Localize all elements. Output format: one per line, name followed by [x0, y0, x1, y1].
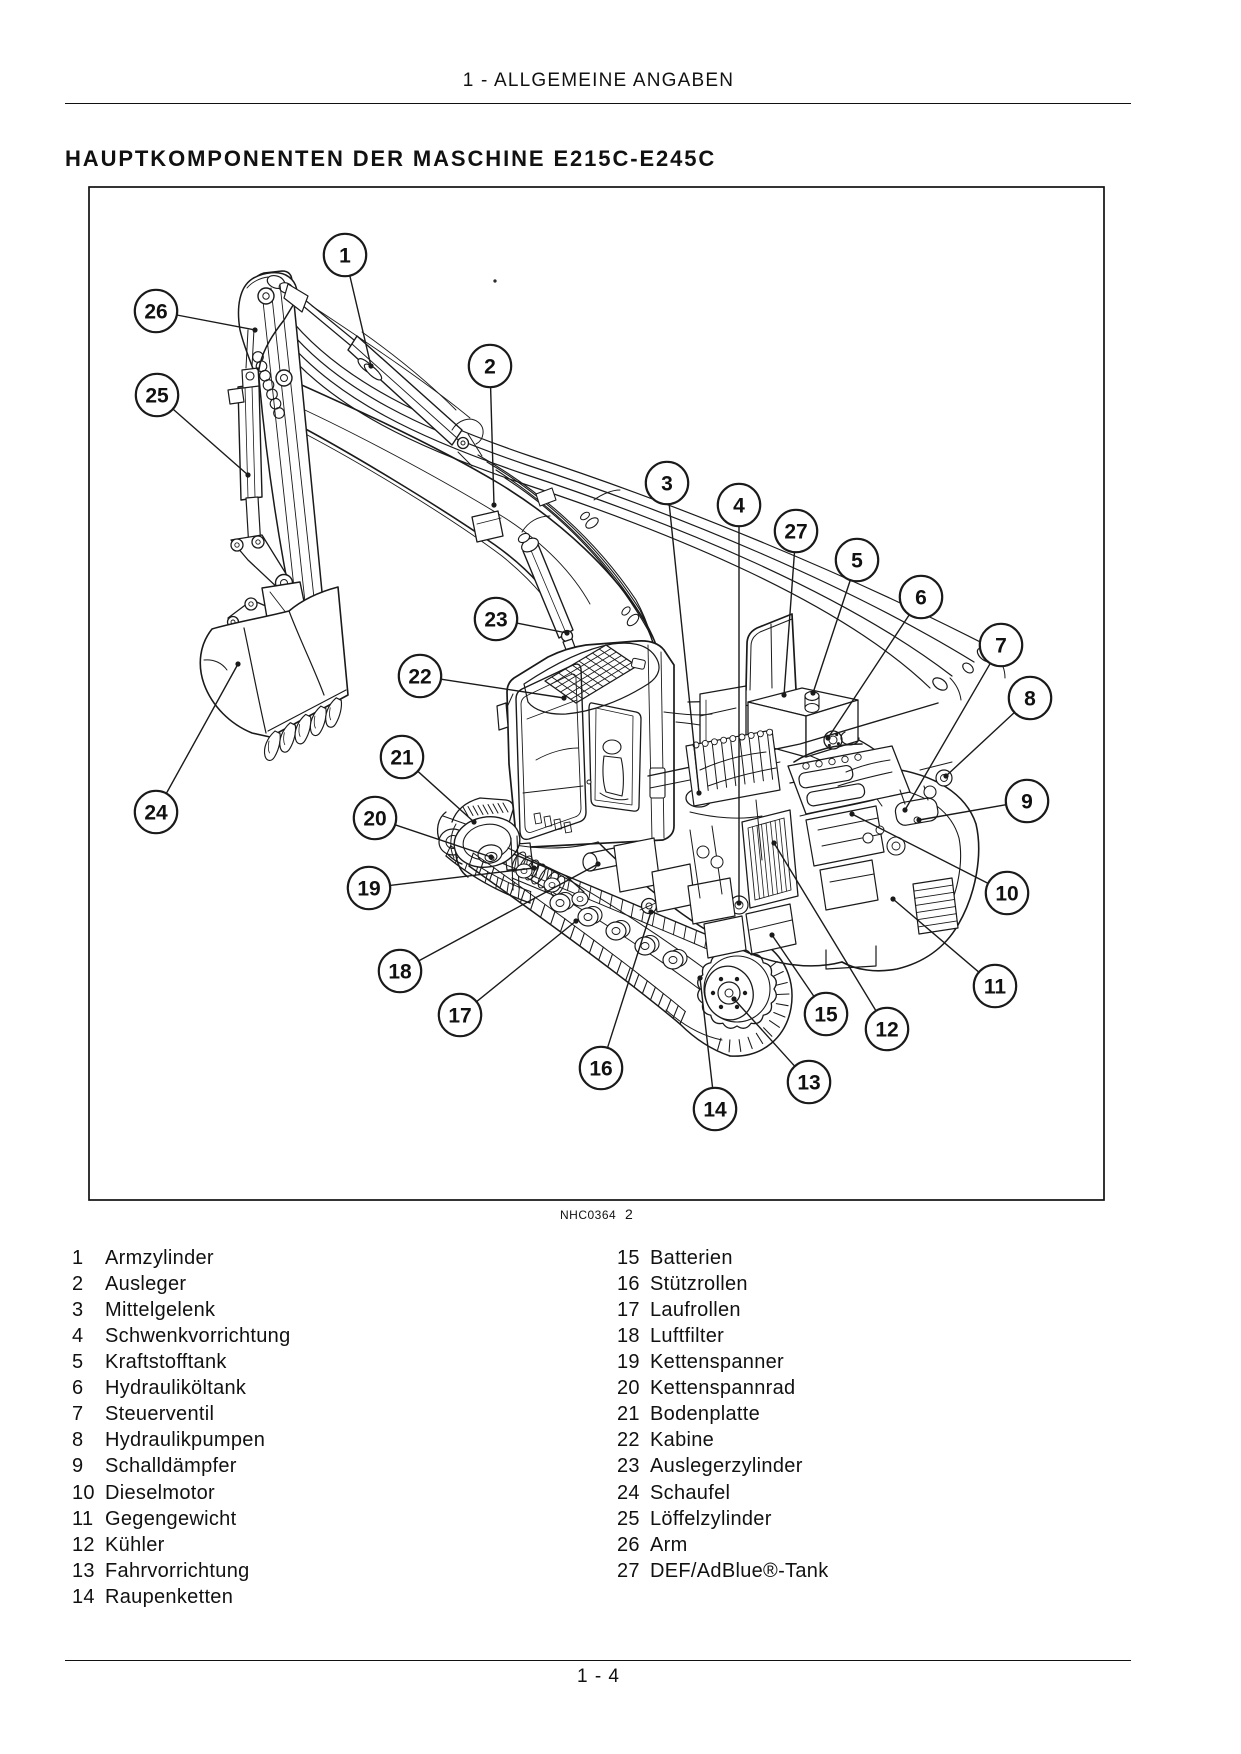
- svg-text:19: 19: [357, 878, 380, 901]
- svg-text:26: 26: [144, 301, 167, 324]
- svg-text:10: 10: [995, 883, 1018, 906]
- svg-text:14: 14: [703, 1099, 727, 1122]
- svg-text:27: 27: [784, 521, 807, 544]
- svg-text:20: 20: [363, 808, 386, 831]
- svg-text:21: 21: [390, 747, 414, 770]
- svg-text:9: 9: [1021, 791, 1033, 814]
- svg-text:17: 17: [448, 1005, 471, 1028]
- svg-text:22: 22: [408, 666, 431, 689]
- svg-text:2: 2: [484, 356, 496, 379]
- svg-text:1: 1: [339, 245, 351, 268]
- svg-text:5: 5: [851, 550, 863, 573]
- svg-text:24: 24: [144, 802, 168, 825]
- svg-text:13: 13: [797, 1072, 820, 1095]
- svg-text:16: 16: [589, 1058, 612, 1081]
- svg-text:4: 4: [733, 495, 745, 518]
- svg-text:12: 12: [875, 1019, 898, 1042]
- svg-text:8: 8: [1024, 688, 1036, 711]
- svg-text:25: 25: [145, 385, 169, 408]
- svg-text:7: 7: [995, 635, 1007, 658]
- svg-text:6: 6: [915, 587, 927, 610]
- svg-text:15: 15: [814, 1004, 838, 1027]
- svg-text:23: 23: [484, 609, 507, 632]
- svg-text:3: 3: [661, 473, 673, 496]
- svg-text:18: 18: [388, 961, 412, 984]
- svg-text:11: 11: [984, 976, 1007, 999]
